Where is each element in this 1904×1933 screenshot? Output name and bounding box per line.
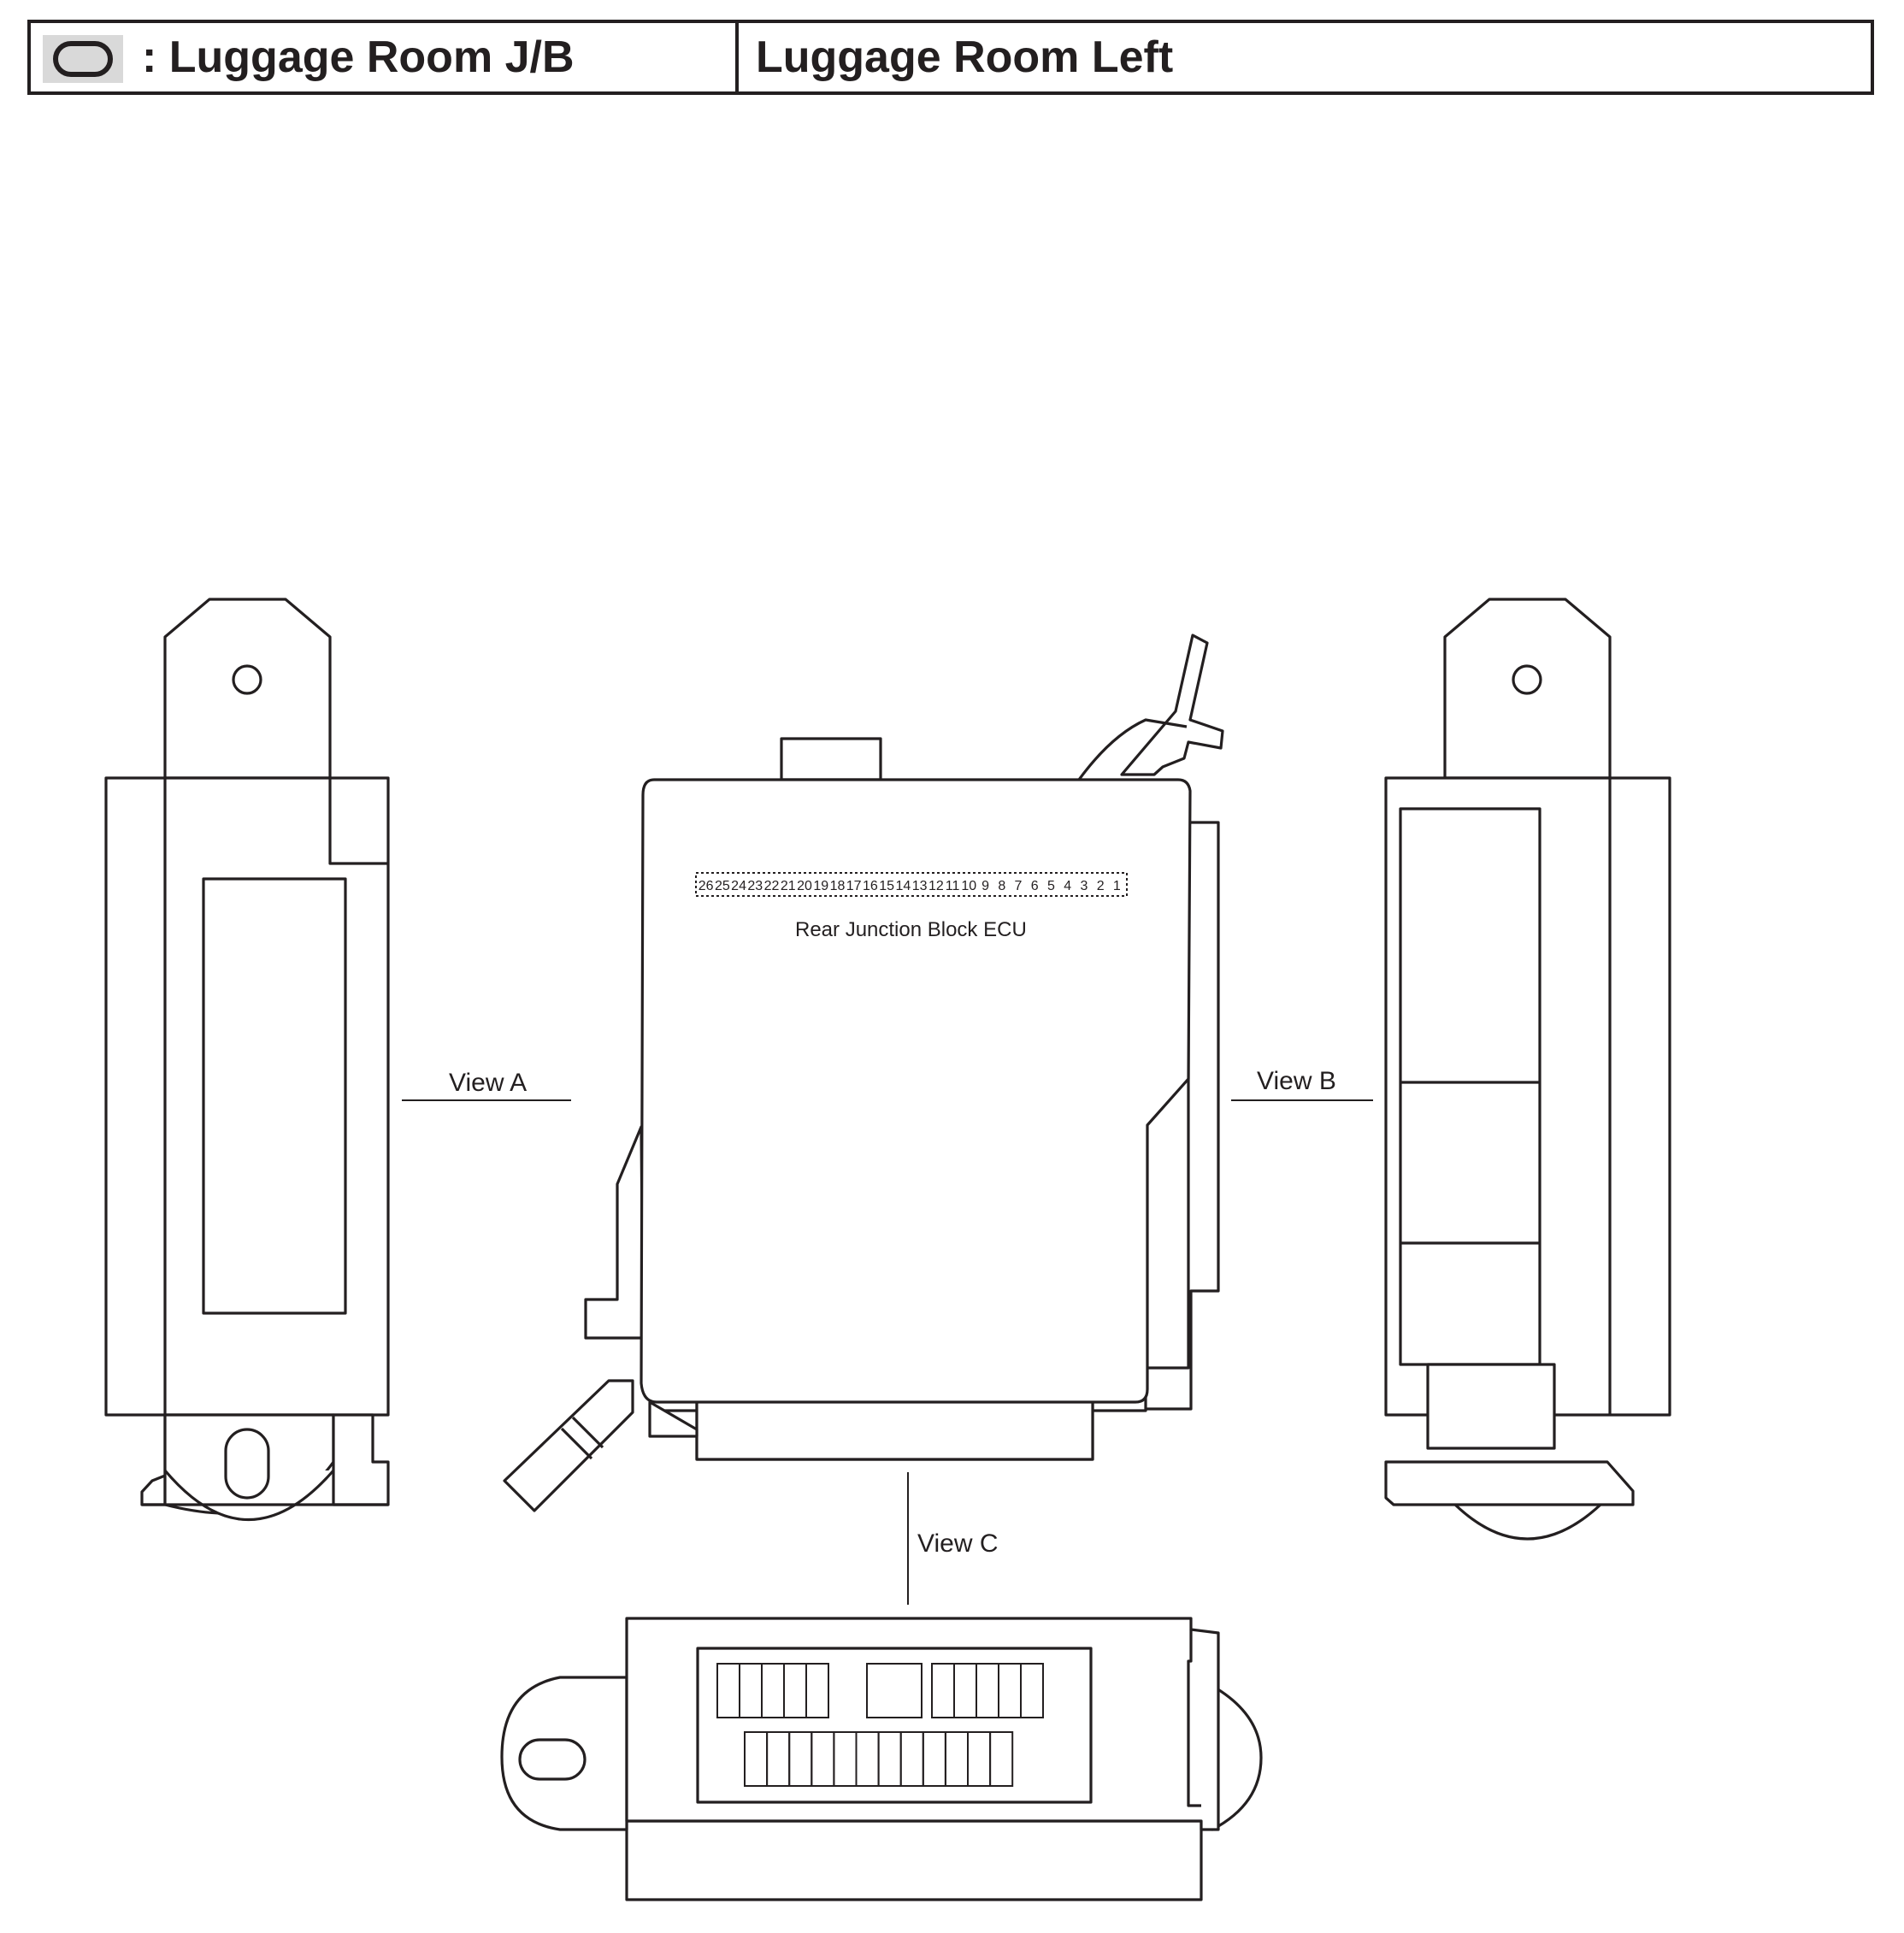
- view-c-pin-row-lower: [744, 1731, 1014, 1787]
- location-area: Luggage Room Left: [756, 32, 1174, 82]
- view-b-label: View B: [1257, 1067, 1336, 1095]
- connector-pin-16: 16: [863, 879, 878, 893]
- terminal-slot-wide: [866, 1663, 923, 1718]
- connector-pin-24: 24: [731, 879, 746, 893]
- connector-pin-14: 14: [895, 879, 911, 893]
- location-name: : Luggage Room J/B: [142, 32, 575, 82]
- connector-pin-9: 9: [981, 879, 989, 893]
- terminal-slot: [805, 1663, 829, 1718]
- connector-pin-12: 12: [928, 879, 944, 893]
- connector-pin-6: 6: [1031, 879, 1039, 893]
- connector-pin-4: 4: [1064, 879, 1071, 893]
- location-header: : Luggage Room J/B Luggage Room Left: [27, 20, 1874, 95]
- connector-pin-17: 17: [846, 879, 862, 893]
- header-divider: [735, 23, 739, 91]
- view-c-pin-row-upper: [716, 1663, 1044, 1718]
- connector-pin-19: 19: [813, 879, 828, 893]
- view-b-drawing: [1384, 598, 1671, 1541]
- connector-pin-2: 2: [1097, 879, 1105, 893]
- connector-pin-26: 26: [699, 879, 714, 893]
- connector-pin-1: 1: [1113, 879, 1121, 893]
- view-a-label: View A: [449, 1069, 527, 1097]
- connector-pin-11: 11: [946, 879, 960, 893]
- view-c-label: View C: [917, 1529, 998, 1558]
- connector-pin-18: 18: [830, 879, 846, 893]
- connector-pin-20: 20: [797, 879, 812, 893]
- connector-pin-13: 13: [912, 879, 928, 893]
- terminal-slot: [989, 1731, 1014, 1787]
- connector-pin-21: 21: [781, 879, 796, 893]
- connector-pin-15: 15: [879, 879, 894, 893]
- component-name-label: Rear Junction Block ECU: [795, 918, 1027, 941]
- connector-pin-8: 8: [998, 879, 1005, 893]
- view-a-drawing: [104, 598, 390, 1521]
- view-c-drawing: [500, 1617, 1263, 1901]
- rounded-rectangle-outline-icon: [43, 35, 123, 83]
- connector-pin-7: 7: [1015, 879, 1023, 893]
- connector-pin-5: 5: [1047, 879, 1055, 893]
- connector-pin-22: 22: [764, 879, 780, 893]
- connector-pin-10: 10: [961, 879, 976, 893]
- connector-pin-23: 23: [747, 879, 763, 893]
- terminal-slot: [1020, 1663, 1044, 1718]
- connector-pin-25: 25: [715, 879, 730, 893]
- connector-pin-3: 3: [1080, 879, 1088, 893]
